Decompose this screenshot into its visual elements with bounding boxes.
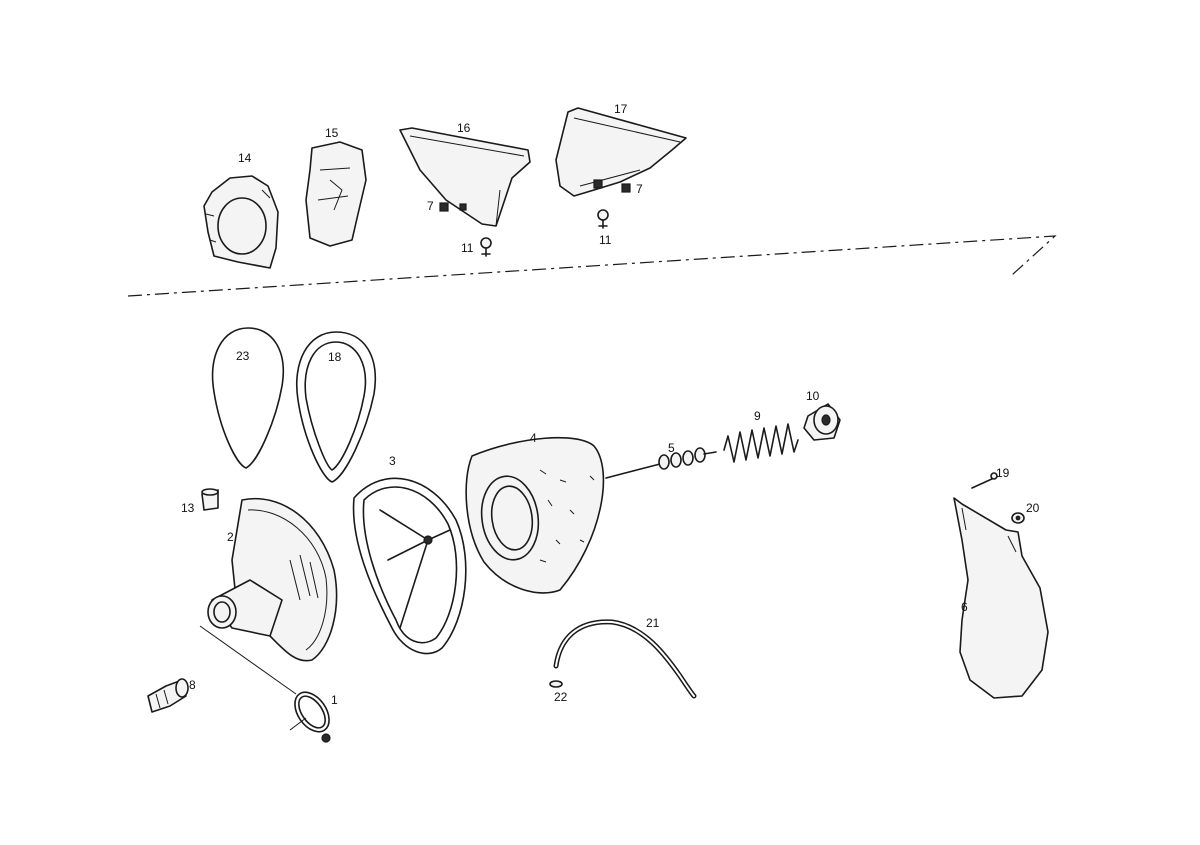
part-5-center-rod <box>605 447 717 479</box>
part-15-inner-shroud <box>305 141 367 247</box>
callout-7a: 7 <box>427 199 434 213</box>
part-18-gasket <box>296 331 376 483</box>
callout-15: 15 <box>325 126 339 140</box>
assembly-leader-2 <box>289 717 307 731</box>
callout-21: 21 <box>646 616 660 630</box>
callout-22: 22 <box>554 690 568 704</box>
callout-2: 2 <box>227 530 234 544</box>
callout-3: 3 <box>389 454 396 468</box>
part-20-washer <box>1011 512 1025 524</box>
callout-11a: 11 <box>461 241 474 255</box>
part-11-push-rivet-right <box>597 209 609 229</box>
callout-1: 1 <box>331 693 338 707</box>
part-21-hose <box>553 619 697 699</box>
callout-6: 6 <box>961 600 968 614</box>
callout-14: 14 <box>238 151 252 165</box>
callout-17: 17 <box>614 102 628 116</box>
callout-13: 13 <box>181 501 195 515</box>
part-16-left-cover <box>399 127 531 227</box>
assembly-leader-1 <box>199 625 297 695</box>
part-1-hose-clamp <box>294 691 331 743</box>
callout-16: 16 <box>457 121 471 135</box>
callout-23: 23 <box>236 349 250 363</box>
part-22-clip <box>549 680 563 688</box>
part-21-hose-inner <box>555 620 695 697</box>
part-3-filter-cage <box>352 477 467 655</box>
callout-5: 5 <box>668 441 675 455</box>
callout-10: 10 <box>806 389 820 403</box>
part-2-airbox-housing <box>207 497 338 662</box>
part-23-ring-seal <box>211 327 284 469</box>
part-6-mud-flap <box>953 497 1049 699</box>
part-9-spring <box>723 423 799 463</box>
part-4-foam-filter <box>465 436 605 594</box>
callout-8: 8 <box>189 678 196 692</box>
callout-9: 9 <box>754 409 761 423</box>
part-10-end-cap <box>803 403 841 441</box>
part-13-bushing <box>201 488 219 511</box>
part-11-push-rivet-left <box>480 237 492 257</box>
callout-7b: 7 <box>636 182 643 196</box>
section-divider-line <box>127 235 1057 297</box>
callout-19: 19 <box>996 466 1010 480</box>
part-14-side-panel <box>203 175 279 269</box>
part-8-fitting <box>147 678 189 713</box>
callout-18: 18 <box>328 350 342 364</box>
callout-4: 4 <box>530 431 537 445</box>
part-19-screw <box>971 472 998 489</box>
callout-11b: 11 <box>599 233 612 247</box>
part-17-right-cover <box>555 107 687 197</box>
callout-20: 20 <box>1026 501 1040 515</box>
